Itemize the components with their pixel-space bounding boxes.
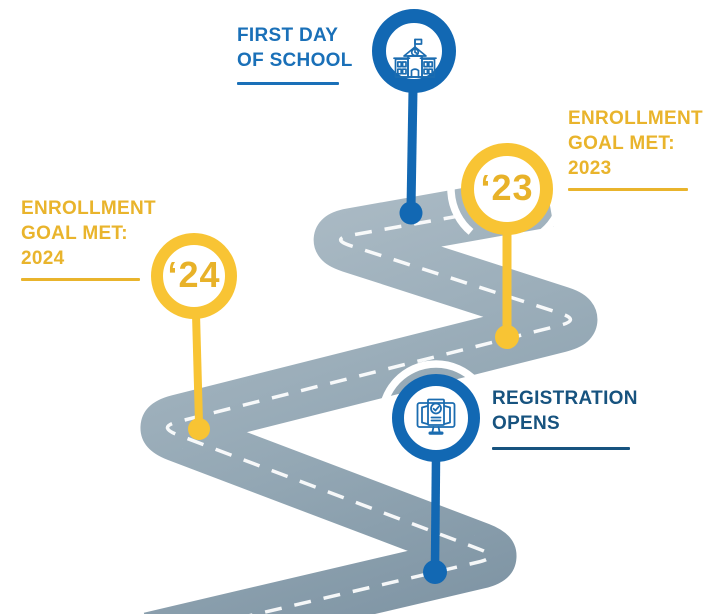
pin-dot-2024: [188, 418, 210, 440]
milestone-label-2024: ENROLLMENT GOAL MET: 2024: [21, 196, 156, 281]
road: [140, 173, 598, 614]
pin-dot-registration: [423, 560, 447, 584]
label-underline: [568, 188, 688, 191]
label-line: ENROLLMENT: [21, 198, 156, 219]
label-underline: [21, 278, 140, 281]
pin-stem-first-day: [406, 89, 418, 209]
marker-halo-arcs: [137, 0, 567, 463]
pin-stem-2024: [192, 313, 203, 424]
milestone-label-registration: REGISTRATION OPENS: [492, 386, 638, 450]
label-line: OPENS: [492, 413, 561, 434]
marker-circle-2024: [151, 233, 237, 319]
school-icon: [393, 38, 437, 78]
road-center-dashes: [165, 198, 573, 614]
marker-pins: [188, 89, 519, 584]
milestone-label-first-day: FIRST DAY OF SCHOOL: [237, 23, 353, 85]
year-badge-2024: ‘24: [167, 254, 221, 295]
label-line: GOAL MET:: [21, 223, 128, 244]
milestone-label-2023: ENROLLMENT GOAL MET: 2023: [568, 106, 703, 191]
label-line: GOAL MET:: [568, 133, 675, 154]
label-underline: [237, 82, 339, 85]
halo-arc-first-day: [357, 0, 471, 93]
halo-arc-registration: [378, 360, 494, 463]
halo-arc-2024: [137, 219, 251, 323]
label-line: REGISTRATION: [492, 388, 638, 409]
marker-circle-2023: [461, 143, 553, 235]
marker-circle-first-day: [372, 9, 456, 93]
pin-stem-registration: [430, 457, 441, 568]
label-line: ENROLLMENT: [568, 108, 703, 129]
label-underline: [492, 447, 630, 450]
label-line: 2024: [21, 248, 65, 269]
label-line: OF SCHOOL: [237, 50, 353, 71]
halo-arc-2023: [447, 129, 567, 235]
pin-dot-2023: [495, 325, 519, 349]
year-badge-2023: ‘23: [480, 167, 534, 208]
monitor-check-icon: [416, 398, 456, 435]
label-line: 2023: [568, 158, 612, 179]
pin-dot-first-day: [399, 201, 423, 225]
label-line: FIRST DAY: [237, 25, 339, 46]
